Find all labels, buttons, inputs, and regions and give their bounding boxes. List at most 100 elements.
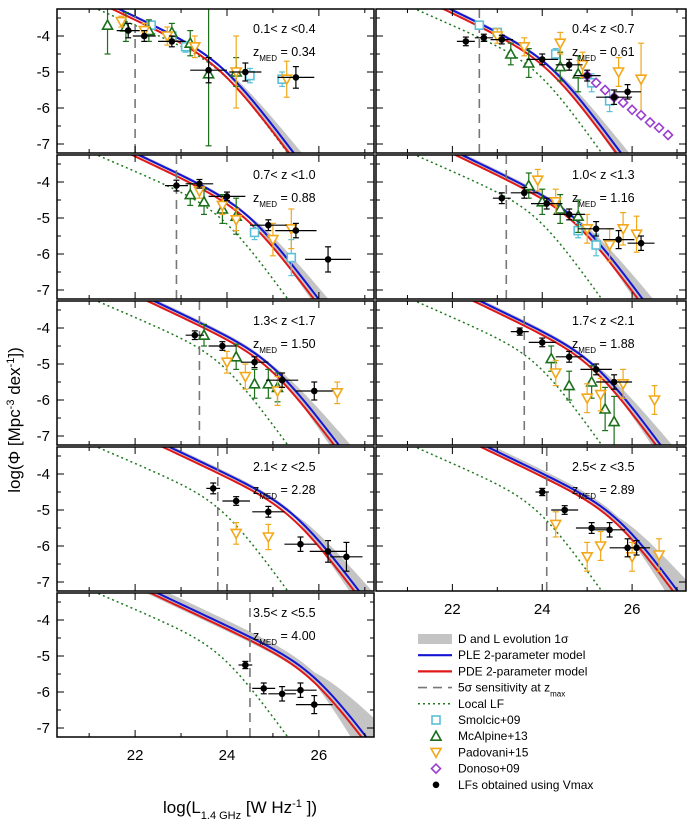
y-tick-label: -7: [37, 720, 50, 737]
vmax-marker: [520, 189, 528, 197]
ple-model-curve: [154, 593, 368, 737]
y-tick-label: -6: [37, 100, 50, 117]
legend-item-smolcic: Smolcic+09: [431, 713, 521, 727]
panel-frame: [375, 154, 687, 300]
smolcic-marker: [474, 20, 485, 31]
vmax-marker: [565, 353, 573, 361]
evolution-band: [457, 155, 654, 299]
redshift-range-label: 1.7< z <2.1: [572, 314, 635, 328]
padovani-marker: [229, 215, 243, 227]
legend-item-vmax: LFs obtained using Vmax: [432, 778, 593, 792]
legend-item-mcalpine: McAlpine+13: [429, 729, 528, 743]
y-tick-label: -4: [37, 174, 50, 191]
mcalpine-marker: [571, 209, 585, 221]
panel-4: 1.0< z <1.3 zMED = 1.16: [375, 154, 687, 300]
y-tick-label: -6: [37, 246, 50, 263]
mcalpine-marker: [598, 402, 612, 414]
padovani-marker: [612, 67, 625, 79]
tick-labels: -4-5-6-7-4-5-6-7-4-5-6-7-4-5-6-7-4-5-6-7…: [37, 28, 641, 764]
vmax-marker: [538, 488, 546, 496]
legend-label: McAlpine+13: [458, 729, 528, 743]
padovani-marker: [648, 395, 661, 407]
evolution-band: [135, 155, 329, 299]
vmax-marker: [173, 182, 180, 189]
legend-triangle-marker: [429, 729, 443, 741]
legend-label: Local LF: [458, 697, 504, 711]
legend-item-pde: PDE 2-parameter model: [418, 664, 587, 678]
mcalpine-marker: [562, 378, 576, 391]
redshift-range-label: 1.0< z <1.3: [572, 168, 635, 182]
panel-frame: [56, 446, 375, 592]
mcalpine-marker: [248, 377, 261, 389]
donoso-marker: [626, 104, 638, 116]
padovani-marker: [549, 197, 563, 209]
redshift-range-label: 3.5< z <5.5: [253, 606, 316, 620]
vmax-marker: [610, 93, 618, 101]
vmax-marker: [209, 485, 217, 492]
ple-model-curve: [136, 155, 320, 299]
padovani-marker: [271, 386, 284, 398]
vmax-marker: [292, 74, 300, 81]
smolcic-marker: [249, 227, 260, 238]
padovani-marker: [229, 528, 243, 541]
y-tick-label: -6: [37, 392, 50, 409]
mcalpine-marker: [522, 56, 536, 68]
legend-item-donoso: Donoso+09: [430, 762, 520, 776]
padovani-marker: [616, 224, 630, 236]
redshift-range-label: 2.1< z <2.5: [253, 460, 316, 474]
y-tick-label: -7: [37, 428, 50, 445]
mcalpine-marker: [585, 375, 599, 387]
vmax-marker: [232, 497, 240, 505]
pde-model-curve: [145, 301, 336, 445]
redshift-median-label: zMED = 1.16: [572, 191, 635, 209]
y-tick-label: -7: [37, 136, 50, 153]
vmax-marker: [633, 544, 640, 552]
vmax-marker: [615, 236, 622, 243]
legend-band-swatch: [418, 634, 452, 644]
padovani-marker: [266, 234, 280, 247]
y-tick-label: -6: [37, 684, 50, 701]
ple-model-curve: [151, 301, 341, 445]
padovani-marker: [580, 552, 594, 564]
local-lf-curve: [95, 447, 289, 591]
redshift-range-label: 0.7< z <1.0: [253, 168, 316, 182]
legend-label: LFs obtained using Vmax: [458, 778, 593, 792]
evolution-band: [475, 301, 673, 445]
padovani-marker: [634, 74, 648, 86]
vmax-marker: [610, 378, 618, 386]
legend-label: D and L evolution 1σ: [458, 632, 569, 646]
evolution-band: [164, 447, 373, 591]
vmax-marker: [292, 227, 300, 234]
x-tick-label: 22: [444, 601, 461, 618]
panel-plot-area: [413, 155, 655, 299]
y-tick-label: -5: [37, 356, 50, 373]
evolution-band: [480, 447, 686, 591]
padovani-marker: [549, 519, 563, 532]
x-axis-title: log(L1.4 GHz [W Hz-1 ]): [163, 798, 317, 822]
mcalpine-marker: [553, 59, 567, 72]
local-lf-curve: [413, 9, 603, 153]
evolution-band: [446, 9, 630, 153]
vmax-marker: [324, 548, 332, 555]
vmax-marker: [297, 540, 304, 548]
vmax-marker: [223, 193, 231, 200]
legend-label: Donoso+09: [458, 762, 520, 776]
vmax-marker: [140, 32, 148, 40]
redshift-median-label: zMED = 0.88: [253, 191, 316, 209]
redshift-range-label: 0.4< z <0.7: [572, 22, 635, 36]
x-tick-label: 26: [624, 601, 641, 618]
donoso-marker: [590, 77, 602, 89]
vmax-marker: [278, 690, 286, 698]
vmax-marker: [260, 685, 268, 692]
padovani-marker: [261, 532, 275, 544]
y-tick-label: -5: [37, 210, 50, 227]
vmax-marker: [324, 256, 332, 263]
vmax-marker: [205, 66, 212, 74]
y-tick-label: -5: [37, 64, 50, 81]
padovani-marker: [517, 42, 531, 54]
vmax-marker: [565, 211, 573, 218]
